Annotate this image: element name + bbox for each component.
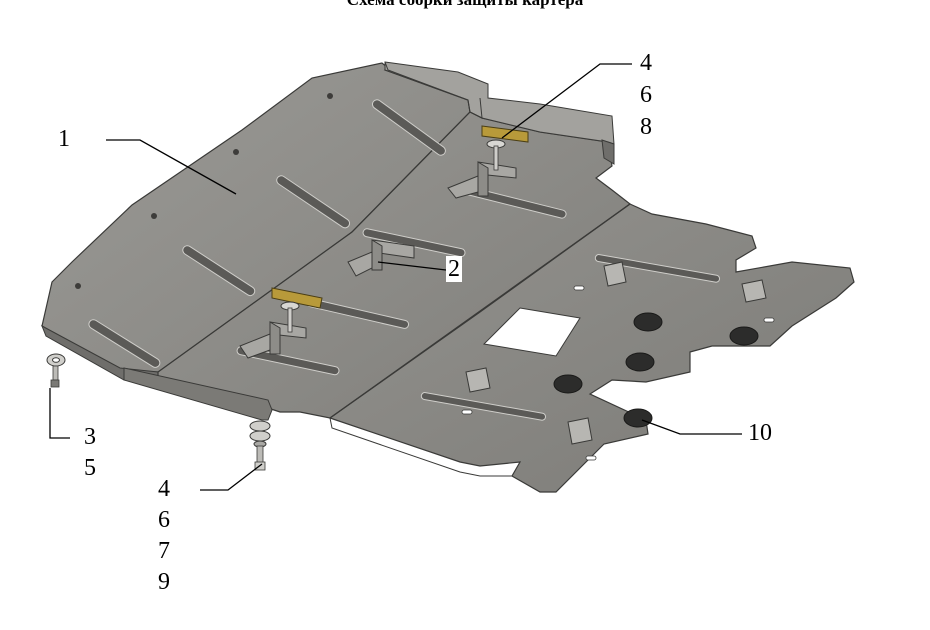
slots-left — [88, 99, 446, 368]
fastener-front-left — [46, 353, 66, 388]
leader-4-bottom — [200, 463, 263, 491]
fastener-front-middle — [249, 420, 271, 471]
callout-1: 1 — [58, 126, 70, 152]
bolt-top — [486, 139, 506, 171]
callout-3: 3 — [84, 424, 96, 450]
callout-2: 2 — [446, 256, 462, 282]
callout-10: 10 — [748, 420, 772, 446]
callout-4-top: 4 — [640, 50, 652, 76]
right-panel — [328, 203, 855, 493]
callout-9: 9 — [158, 569, 170, 595]
spacer-left — [271, 287, 323, 309]
callout-4-bottom: 4 — [158, 476, 170, 502]
callout-6-top: 6 — [640, 82, 652, 108]
square-cutout — [482, 307, 581, 357]
leader-3 — [49, 388, 70, 439]
rubber-plugs — [553, 312, 759, 428]
bracket-2 — [347, 239, 415, 277]
leader-2 — [377, 261, 447, 271]
leader-lines — [49, 63, 742, 491]
diagram-title: Схема сборки защиты картера — [0, 0, 930, 10]
slots-right — [420, 254, 721, 421]
callout-5: 5 — [84, 455, 96, 481]
leader-1 — [106, 139, 237, 195]
slots-middle — [236, 186, 567, 376]
front-flange — [123, 367, 273, 421]
leader-10 — [641, 419, 742, 435]
callout-8: 8 — [640, 114, 652, 140]
leader-4-top — [501, 63, 632, 139]
callout-7: 7 — [158, 538, 170, 564]
bolt-left — [280, 301, 300, 333]
cage-nuts — [465, 261, 767, 445]
callout-6-bottom: 6 — [158, 507, 170, 533]
